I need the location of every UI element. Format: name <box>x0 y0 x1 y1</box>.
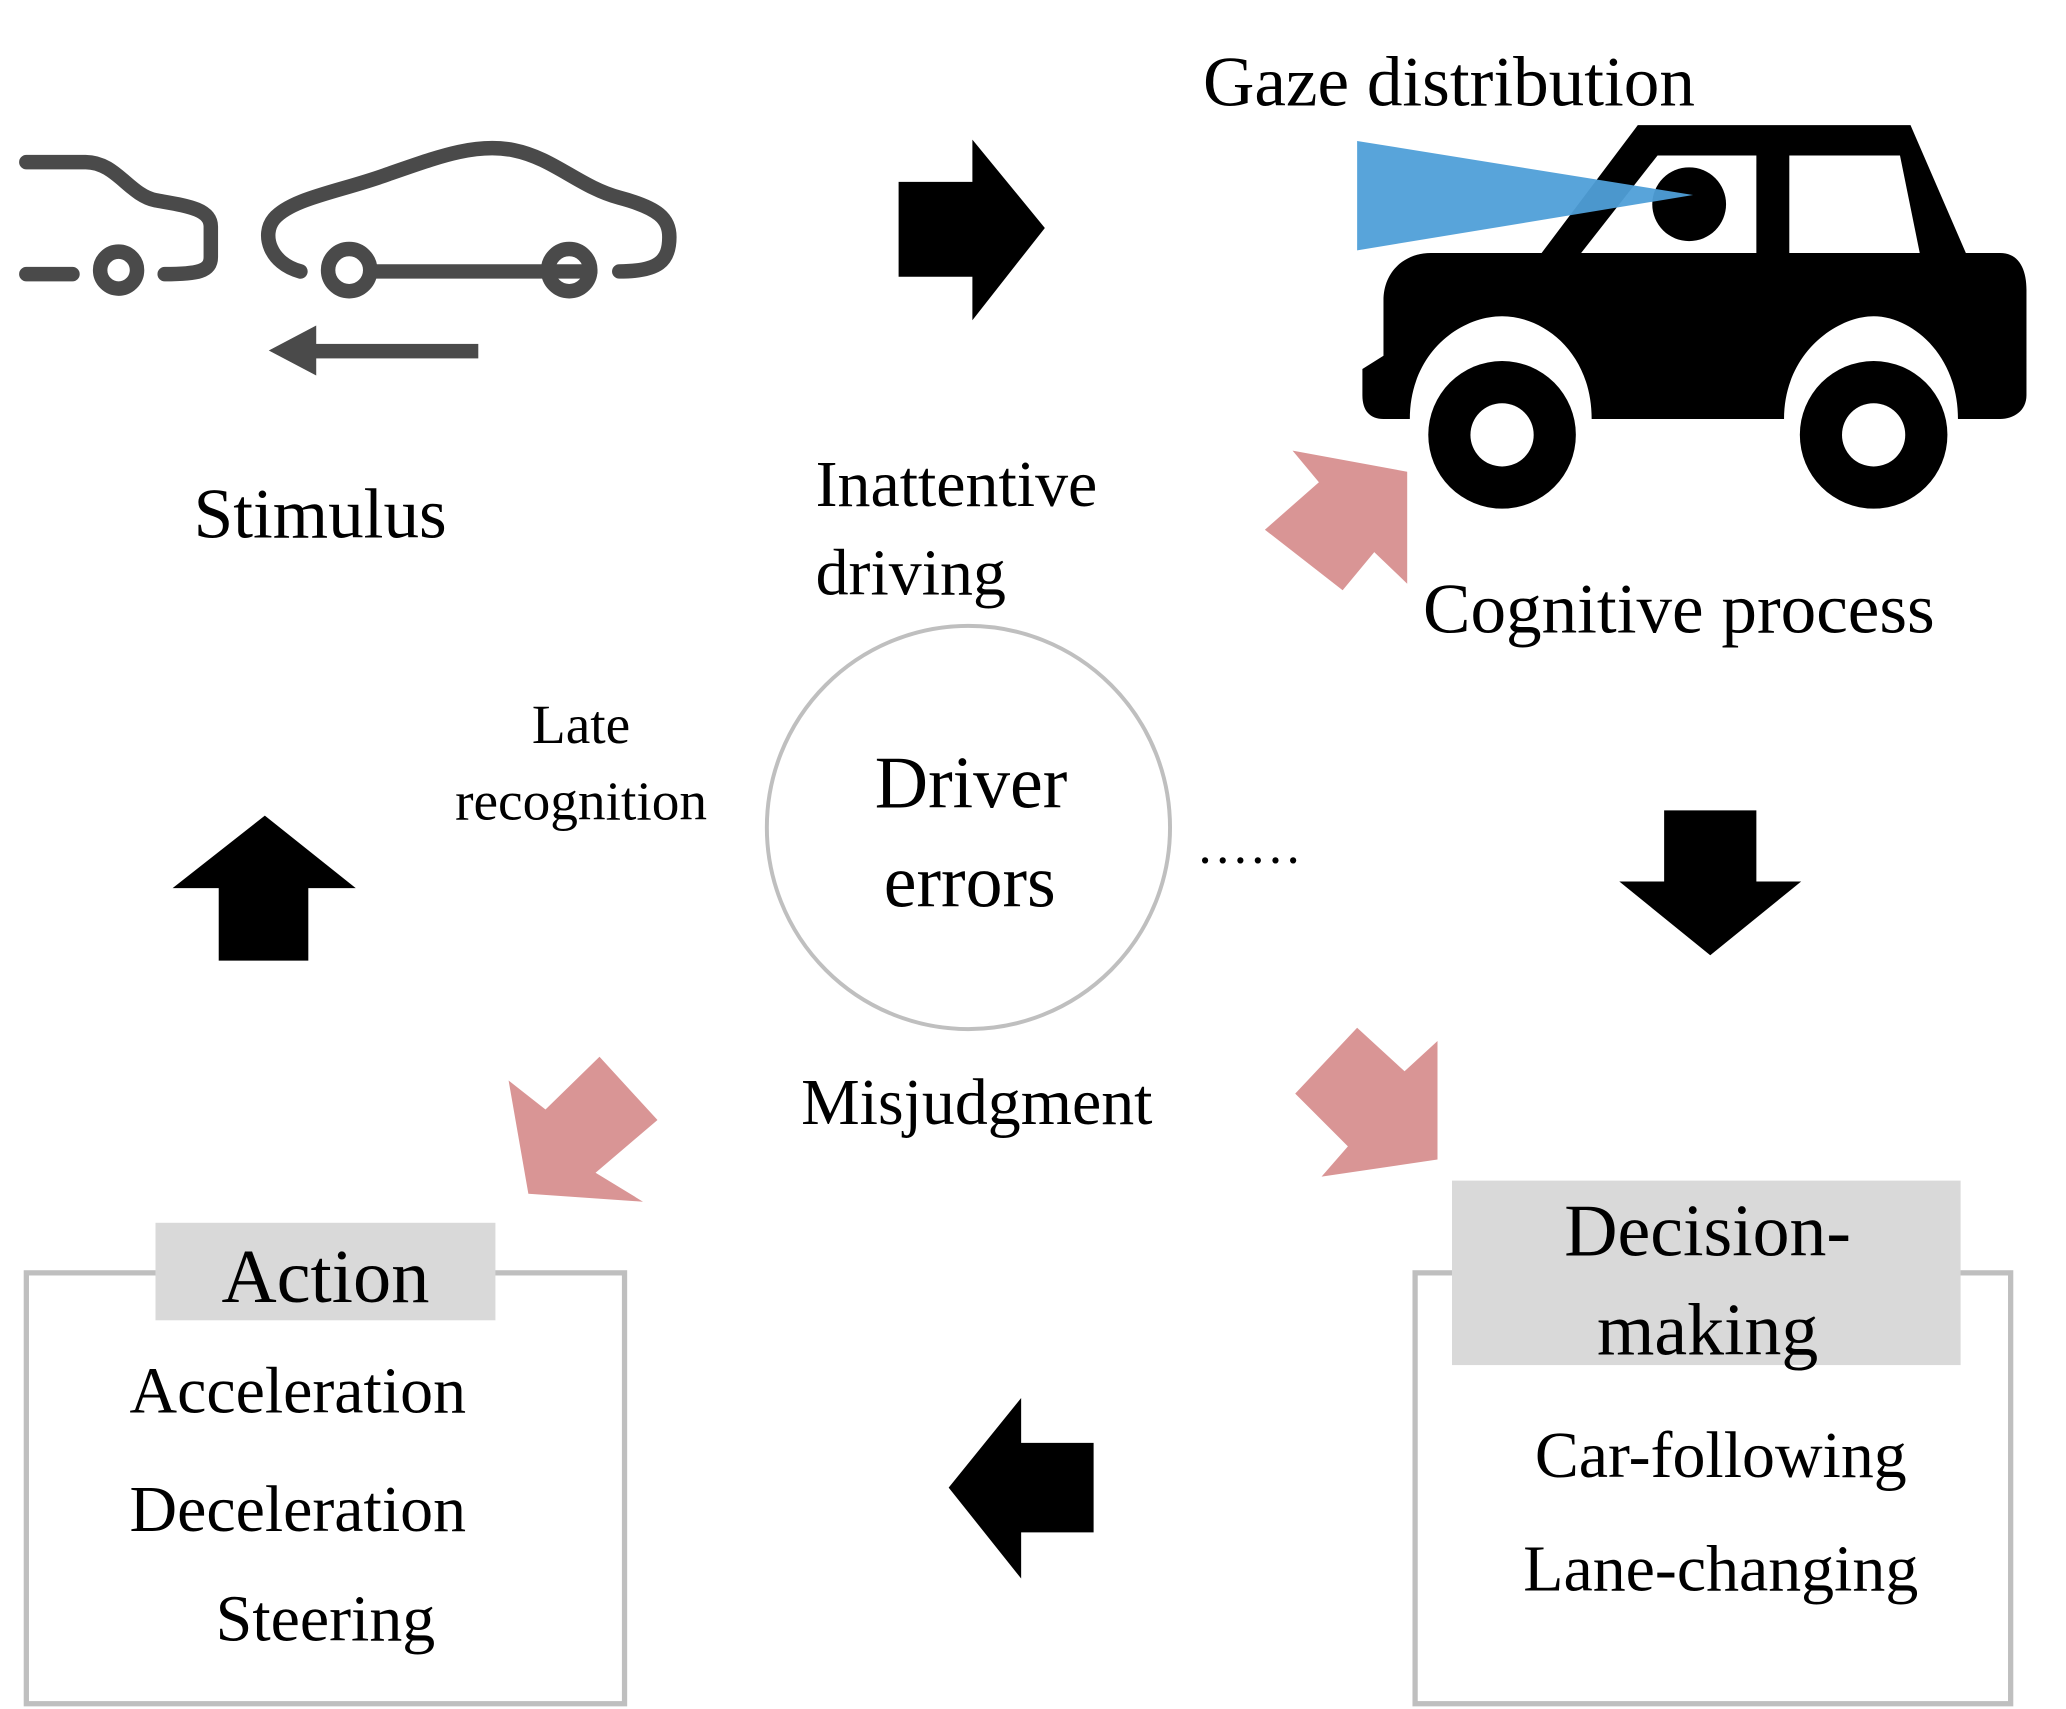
inattentive-driving-line2: driving <box>816 536 1006 609</box>
misjudgment-label: Misjudgment <box>801 1066 1152 1139</box>
car-with-driver-icon <box>1362 125 2027 509</box>
arrow-left-icon <box>268 325 479 376</box>
gaze-cone <box>1357 140 1694 251</box>
action-item-deceleration: Deceleration <box>130 1473 466 1546</box>
action-item-steering: Steering <box>216 1582 436 1655</box>
flow-arrow-right <box>898 139 1045 321</box>
inattentive-driving-line1: Inattentive <box>816 448 1098 521</box>
decision-making-title-line1: Decision- <box>1564 1190 1851 1272</box>
flow-arrow-left <box>948 1398 1094 1579</box>
late-recognition-line2: recognition <box>455 771 707 832</box>
flow-arrow-down <box>1619 810 1802 956</box>
driver-errors-circle <box>764 623 1173 1032</box>
cognitive-process-label: Cognitive process <box>1423 570 1935 648</box>
decision-making-title-line2: making <box>1597 1289 1818 1371</box>
decision-item-car-following: Car-following <box>1535 1419 1907 1492</box>
cars-overtaking-icon <box>19 140 677 299</box>
gaze-distribution-label: Gaze distribution <box>1203 43 1695 121</box>
decision-item-lane-changing: Lane-changing <box>1523 1532 1918 1605</box>
decision-making-box: Decision- making Car-following Lane-chan… <box>1412 1180 2014 1707</box>
error-arrow-late-recognition <box>508 1056 658 1202</box>
driver-errors-line2: errors <box>884 841 1056 923</box>
more-errors-ellipsis: …… <box>1196 817 1301 875</box>
error-arrow-inattentive <box>1264 450 1408 591</box>
late-recognition-line1: Late <box>532 694 630 755</box>
action-box: Action Acceleration Deceleration Steerin… <box>23 1222 628 1707</box>
action-title: Action <box>221 1234 429 1319</box>
flow-arrow-up <box>172 815 356 961</box>
decision-making-header <box>1451 1180 1961 1366</box>
action-item-acceleration: Acceleration <box>130 1355 466 1428</box>
stimulus-label: Stimulus <box>194 476 447 554</box>
action-header <box>155 1222 496 1321</box>
error-arrow-misjudgment-right <box>1295 1027 1438 1177</box>
driver-errors-line1: Driver <box>875 742 1068 824</box>
